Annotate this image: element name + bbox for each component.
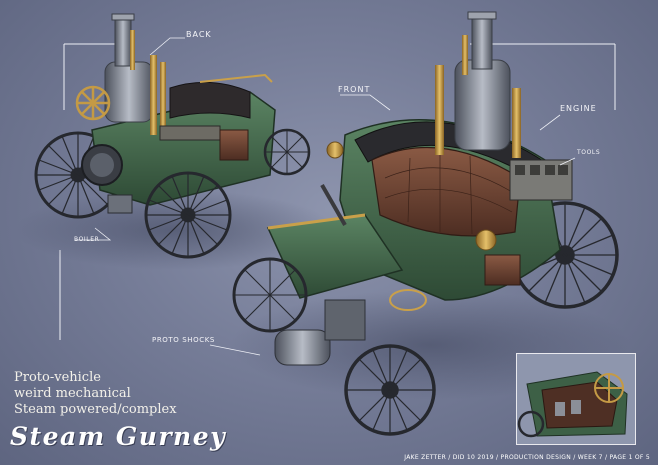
note-line: weird mechanical <box>14 386 131 401</box>
note-line: Steam powered/complex <box>14 402 177 417</box>
credit-footer: JAKE ZETTER / DID 10 2019 / PRODUCTION D… <box>404 454 650 461</box>
seat-detail-inset-illustration <box>516 353 636 445</box>
note-line: Proto-vehicle <box>14 370 101 385</box>
frame-lines <box>59 43 616 340</box>
callout-tools: TOOLS <box>577 149 601 156</box>
steam-gurney-back-view-illustration <box>15 13 335 270</box>
callout-proto-shocks: PROTO SHOCKS <box>152 336 215 344</box>
callout-boiler: BOILER <box>74 236 100 243</box>
steam-gurney-front-view-illustration <box>230 11 630 436</box>
callout-engine: ENGINE <box>560 104 597 113</box>
callout-front: FRONT <box>338 85 371 94</box>
description-notes: Proto-vehicle weird mechanical Steam pow… <box>14 370 177 418</box>
sheet-title: Steam Gurney <box>10 422 227 451</box>
callout-back: BACK <box>186 30 212 39</box>
